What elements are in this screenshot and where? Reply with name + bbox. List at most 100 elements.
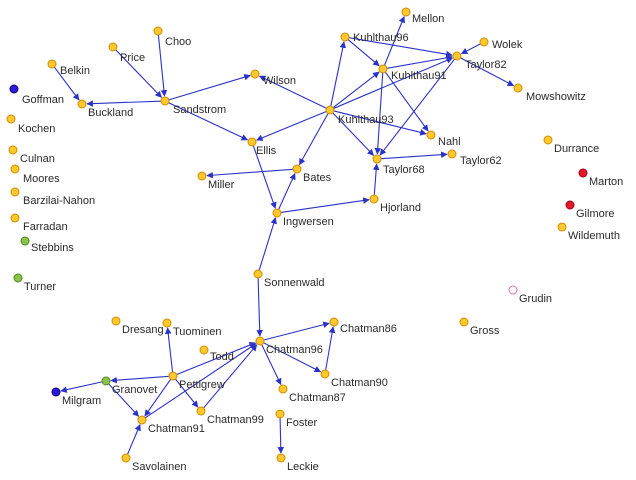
node-turner[interactable]: Turner (13, 273, 56, 293)
node-marker[interactable] (513, 83, 523, 93)
node-pettigrew[interactable]: Pettigrew (168, 371, 225, 391)
node-kochen[interactable]: Kochen (6, 114, 55, 135)
node-nahl[interactable]: Nahl (426, 130, 461, 148)
node-mellon[interactable]: Mellon (401, 7, 444, 25)
node-chatman90[interactable]: Chatman90 (320, 369, 388, 389)
node-marker[interactable] (276, 453, 286, 463)
node-buckland[interactable]: Buckland (77, 99, 133, 119)
node-chatman86[interactable]: Chatman86 (329, 317, 397, 335)
node-marker[interactable] (121, 453, 131, 463)
node-farradan[interactable]: Farradan (10, 213, 68, 233)
node-foster[interactable]: Foster (275, 409, 318, 429)
node-marker[interactable] (111, 316, 121, 326)
node-bates[interactable]: Bates (292, 164, 332, 184)
node-mowshowitz[interactable]: Mowshowitz (513, 83, 586, 103)
node-goffman[interactable]: Goffman (9, 84, 64, 106)
node-marker[interactable] (6, 114, 16, 124)
node-marker[interactable] (51, 387, 61, 397)
node-ellis[interactable]: Ellis (247, 137, 277, 157)
node-marker[interactable] (199, 345, 209, 355)
node-marker[interactable] (278, 384, 288, 394)
node-barzilai-nahon[interactable]: Barzilai-Nahon (10, 187, 95, 207)
node-wolek[interactable]: Wolek (479, 37, 523, 51)
node-marker[interactable] (8, 145, 18, 155)
node-marker[interactable] (77, 99, 87, 109)
node-marker[interactable] (508, 285, 518, 295)
node-marker[interactable] (160, 96, 170, 106)
node-kuhlthau93[interactable]: Kuhlthau93 (325, 105, 394, 126)
node-marker[interactable] (447, 149, 457, 159)
node-marker[interactable] (10, 164, 20, 174)
node-marker[interactable] (426, 130, 436, 140)
node-marker[interactable] (10, 187, 20, 197)
node-marker[interactable] (401, 7, 411, 17)
node-marker[interactable] (292, 164, 302, 174)
node-marker[interactable] (197, 171, 207, 181)
node-marker[interactable] (10, 213, 20, 223)
node-marker[interactable] (320, 369, 330, 379)
node-wilson[interactable]: Wilson (250, 69, 296, 87)
node-marker[interactable] (250, 69, 260, 79)
node-kuhlthau96[interactable]: Kuhlthau96 (340, 32, 409, 44)
node-wildemuth[interactable]: Wildemuth (557, 222, 620, 242)
node-tuominen[interactable]: Tuominen (162, 318, 222, 338)
node-marker[interactable] (452, 51, 462, 61)
node-moores[interactable]: Moores (10, 164, 60, 185)
node-marker[interactable] (329, 317, 339, 327)
node-culnan[interactable]: Culnan (8, 145, 55, 165)
node-stebbins[interactable]: Stebbins (20, 236, 74, 254)
node-ingwersen[interactable]: Ingwersen (272, 208, 334, 228)
node-todd[interactable]: Todd (199, 345, 234, 363)
node-gross[interactable]: Gross (459, 317, 500, 337)
node-taylor82[interactable]: Taylor82 (452, 51, 507, 71)
node-gilmore[interactable]: Gilmore (565, 200, 615, 220)
node-marker[interactable] (108, 42, 118, 52)
node-marker[interactable] (20, 236, 30, 246)
node-chatman99[interactable]: Chatman99 (196, 406, 264, 426)
node-marker[interactable] (247, 137, 257, 147)
node-dresang[interactable]: Dresang (111, 316, 164, 336)
node-grudin[interactable]: Grudin (508, 285, 552, 305)
node-marker[interactable] (153, 26, 163, 36)
node-marker[interactable] (162, 318, 172, 328)
node-chatman87[interactable]: Chatman87 (278, 384, 346, 404)
node-marker[interactable] (340, 32, 350, 42)
node-taylor62[interactable]: Taylor62 (447, 149, 502, 167)
node-granovet[interactable]: Granovet (101, 376, 157, 396)
node-hjorland[interactable]: Hjorland (369, 194, 421, 214)
node-marker[interactable] (253, 269, 263, 279)
node-marker[interactable] (272, 208, 282, 218)
node-miller[interactable]: Miller (197, 171, 235, 191)
node-choo[interactable]: Choo (153, 26, 191, 48)
node-marker[interactable] (378, 64, 388, 74)
node-marker[interactable] (196, 406, 206, 416)
node-marker[interactable] (369, 194, 379, 204)
node-price[interactable]: Price (108, 42, 145, 64)
node-marker[interactable] (9, 84, 19, 94)
node-belkin[interactable]: Belkin (47, 59, 90, 77)
node-marker[interactable] (275, 409, 285, 419)
node-marker[interactable] (557, 222, 567, 232)
node-durrance[interactable]: Durrance (543, 135, 599, 155)
node-sandstrom[interactable]: Sandstrom (160, 96, 226, 116)
node-marker[interactable] (578, 168, 588, 178)
node-kuhlthau91[interactable]: Kuhlthau91 (378, 64, 447, 82)
node-marker[interactable] (325, 105, 335, 115)
node-marker[interactable] (565, 200, 575, 210)
node-marker[interactable] (459, 317, 469, 327)
node-milgram[interactable]: Milgram (51, 387, 101, 407)
node-marker[interactable] (13, 273, 23, 283)
node-chatman96[interactable]: Chatman96 (255, 336, 323, 356)
node-chatman91[interactable]: Chatman91 (137, 415, 205, 435)
node-marton[interactable]: Marton (578, 168, 623, 188)
node-marker[interactable] (479, 37, 489, 47)
node-savolainen[interactable]: Savolainen (121, 453, 186, 473)
node-taylor68[interactable]: Taylor68 (372, 154, 425, 176)
node-marker[interactable] (372, 154, 382, 164)
node-marker[interactable] (543, 135, 553, 145)
node-marker[interactable] (168, 371, 178, 381)
node-marker[interactable] (101, 376, 111, 386)
node-marker[interactable] (255, 336, 265, 346)
node-sonnenwald[interactable]: Sonnenwald (253, 269, 325, 289)
node-leckie[interactable]: Leckie (276, 453, 319, 473)
